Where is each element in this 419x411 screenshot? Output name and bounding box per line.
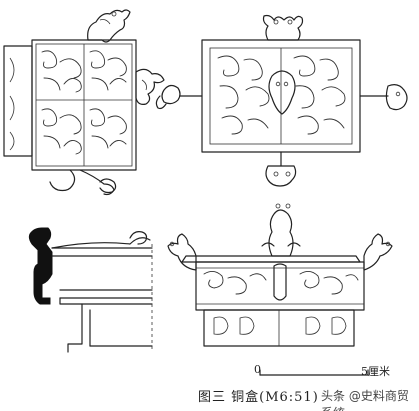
- foot-block: [3, 45, 33, 157]
- scale-length-label: 5厘米: [361, 365, 390, 378]
- front-lid: [181, 255, 361, 263]
- watermark-text: 头条 @史料商贸系统: [321, 389, 409, 411]
- watermark: 头条 @史料商贸系统: [318, 386, 419, 411]
- cross-section-drawing: [28, 227, 153, 353]
- front-body: [195, 261, 365, 311]
- upper-animal-finial: [87, 9, 131, 43]
- front-top-figure: [268, 209, 294, 257]
- right-animal-handle: [135, 68, 165, 105]
- lower-animal-tail: [49, 169, 115, 196]
- scale-bar: [259, 369, 369, 376]
- lid-top-head: [262, 14, 304, 41]
- front-right-animal: [363, 233, 393, 271]
- top-view-drawing: [155, 14, 408, 187]
- side-view-drawing: [3, 9, 165, 196]
- front-view-drawing: [167, 203, 393, 347]
- figure-caption: 图三 铜盒(M6:51): [198, 390, 319, 405]
- section-profile-solid: [28, 227, 53, 305]
- scale-zero-label: 0: [254, 363, 261, 376]
- side-body: [31, 39, 137, 171]
- front-center-animal: [273, 263, 287, 301]
- lid-bottom-head: [265, 165, 297, 187]
- lid-right-handle: [385, 84, 408, 111]
- front-left-animal: [167, 233, 197, 271]
- lid-left-handle: [155, 84, 181, 110]
- section-lid-head: [129, 231, 148, 245]
- foot-openings: [9, 57, 15, 151]
- lid-center-animal: [268, 70, 296, 115]
